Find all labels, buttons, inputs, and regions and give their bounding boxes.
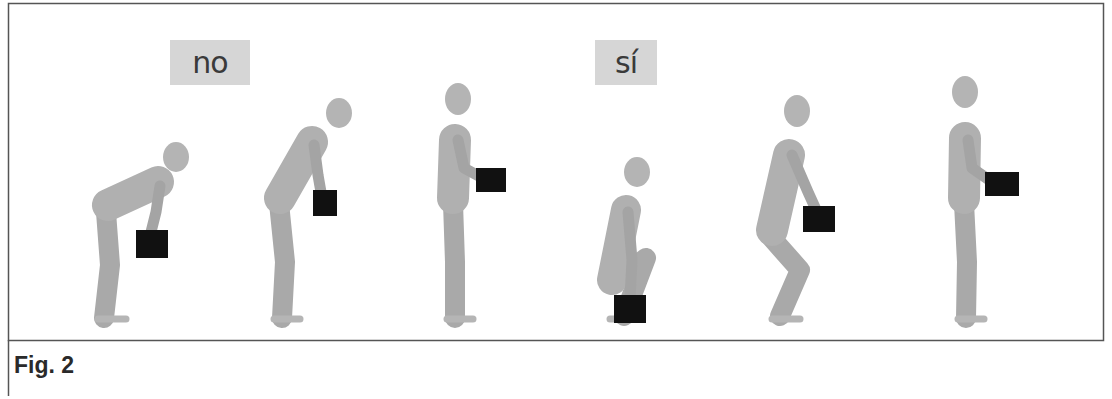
figure-half-squat xyxy=(770,95,835,319)
label-patch: no xyxy=(170,40,250,85)
label-patch: sí xyxy=(595,40,657,85)
figure-squatting xyxy=(610,157,650,323)
figure-standing xyxy=(445,83,506,319)
frame xyxy=(9,4,1104,341)
figure-caption: Fig. 2 xyxy=(14,352,74,379)
figure-standing xyxy=(952,76,1019,319)
handwritten-label: sí xyxy=(615,45,637,80)
figure-bending xyxy=(274,98,352,319)
figure-bent-back xyxy=(98,142,189,319)
frame-line xyxy=(8,340,10,396)
handwritten-label: no xyxy=(192,45,227,80)
